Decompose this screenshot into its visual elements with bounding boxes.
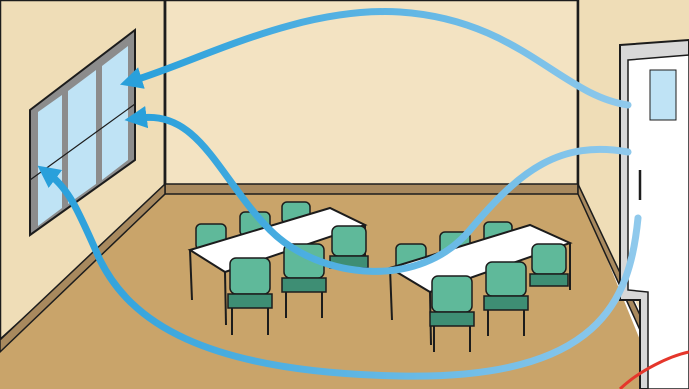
back-wall [165, 0, 578, 188]
